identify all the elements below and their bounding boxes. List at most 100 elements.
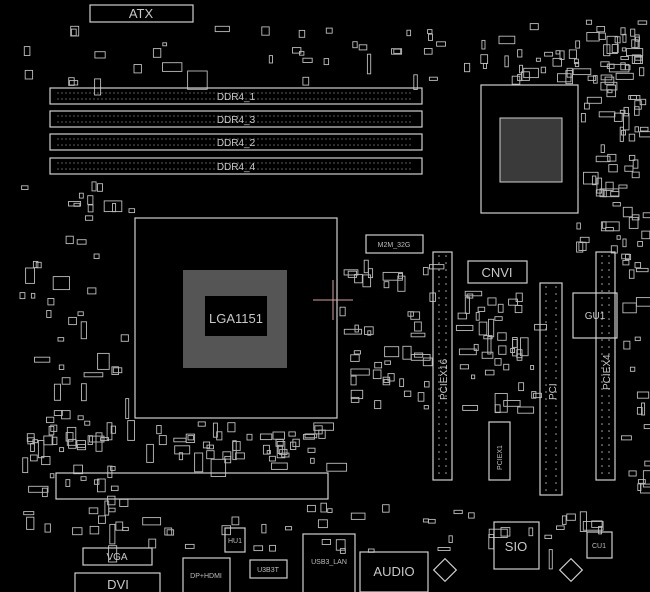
component-pad (184, 543, 195, 549)
component-pad (70, 28, 77, 37)
pin (385, 98, 387, 100)
pcie-x1-slot[interactable]: PCIEX1 (488, 421, 511, 481)
cnvi-slot[interactable]: CNVI (467, 260, 528, 284)
sio-chip[interactable]: SIO (493, 521, 540, 570)
pin (297, 144, 299, 146)
pin (405, 121, 407, 123)
pin (253, 168, 255, 170)
pin (213, 98, 215, 100)
pci-slot[interactable]: PCI (539, 282, 563, 496)
u3b3t-chip[interactable]: U3B3T (249, 559, 288, 579)
ddr-slot-3[interactable]: DDR4_3 (49, 110, 423, 128)
pin (608, 325, 610, 327)
ddr-slot-label: DDR4_2 (217, 138, 256, 149)
pin (57, 162, 59, 164)
component-pad (533, 392, 542, 399)
pin (445, 311, 447, 313)
component-pad (120, 334, 129, 342)
pin (365, 168, 367, 170)
dp-hdmi-connector[interactable]: DP+HDMI (182, 557, 231, 592)
component-pad (410, 354, 431, 361)
pin (185, 92, 187, 94)
component-pad (304, 433, 318, 439)
pin (545, 349, 547, 351)
chipset-area[interactable] (480, 84, 579, 214)
component-pad (498, 345, 507, 355)
dvi-connector[interactable]: DVI (74, 572, 161, 592)
pin (133, 168, 135, 170)
vga-connector[interactable]: VGA (82, 547, 153, 566)
component-pad (636, 391, 650, 399)
component-pad (187, 435, 195, 441)
cpu-socket[interactable]: LGA1151 (134, 217, 338, 419)
ddr-slot-2[interactable]: DDR4_2 (49, 133, 423, 151)
audio-connector[interactable]: AUDIO (359, 551, 429, 592)
cu1-chip[interactable]: CU1 (586, 531, 613, 559)
usb-lan-connector[interactable]: USB3_LAN (302, 533, 356, 592)
pin (349, 115, 351, 117)
pin (193, 98, 195, 100)
ddr-slot-1[interactable]: DDR4_1 (49, 87, 423, 105)
pin (269, 168, 271, 170)
pcie-x4-slot[interactable]: PCIEX4 (595, 251, 616, 481)
pin (555, 426, 557, 428)
pin (141, 121, 143, 123)
pin (405, 168, 407, 170)
pin (555, 335, 557, 337)
component-pad (48, 425, 55, 436)
bottom-header[interactable] (55, 472, 329, 500)
pin (245, 98, 247, 100)
pcie-x16-slot[interactable]: PCIEX16 (432, 251, 453, 481)
pin (341, 168, 343, 170)
pin (555, 398, 557, 400)
pin (445, 353, 447, 355)
pin (237, 115, 239, 117)
pin (608, 283, 610, 285)
pin (161, 138, 163, 140)
component-pad (166, 529, 175, 536)
ddr-slot-4[interactable]: DDR4_4 (49, 157, 423, 175)
component-pad (26, 516, 35, 530)
component-pad (97, 352, 110, 370)
pin (85, 121, 87, 123)
component-pad (26, 433, 35, 442)
pin (57, 98, 59, 100)
component-pad (65, 479, 71, 487)
component-pad (221, 525, 231, 536)
pin (117, 144, 119, 146)
pin (85, 144, 87, 146)
pin (337, 144, 339, 146)
pin (273, 92, 275, 94)
component-pad (410, 311, 421, 320)
component-pad (133, 64, 142, 74)
pin (269, 121, 271, 123)
pin (297, 98, 299, 100)
hu1-chip[interactable]: HU1 (224, 527, 246, 553)
pin (349, 92, 351, 94)
component-pad (87, 287, 97, 295)
pin (313, 98, 315, 100)
gu1-chip[interactable]: GU1 (572, 292, 618, 339)
pin (349, 98, 351, 100)
atx-connector[interactable]: ATX (89, 4, 194, 23)
m2-slot[interactable]: M2M_32G (365, 234, 424, 254)
pin (173, 92, 175, 94)
pin (153, 144, 155, 146)
component-pad (352, 41, 358, 49)
pin (89, 162, 91, 164)
pin (193, 138, 195, 140)
pin (601, 339, 603, 341)
pin (85, 138, 87, 140)
pin (193, 92, 195, 94)
pin (555, 482, 557, 484)
pin (61, 98, 63, 100)
pin (301, 168, 303, 170)
pin (601, 395, 603, 397)
component-pad (519, 64, 524, 74)
pin (249, 92, 251, 94)
pin (373, 92, 375, 94)
pin (369, 98, 371, 100)
component-pad (146, 443, 154, 463)
pin (229, 115, 231, 117)
